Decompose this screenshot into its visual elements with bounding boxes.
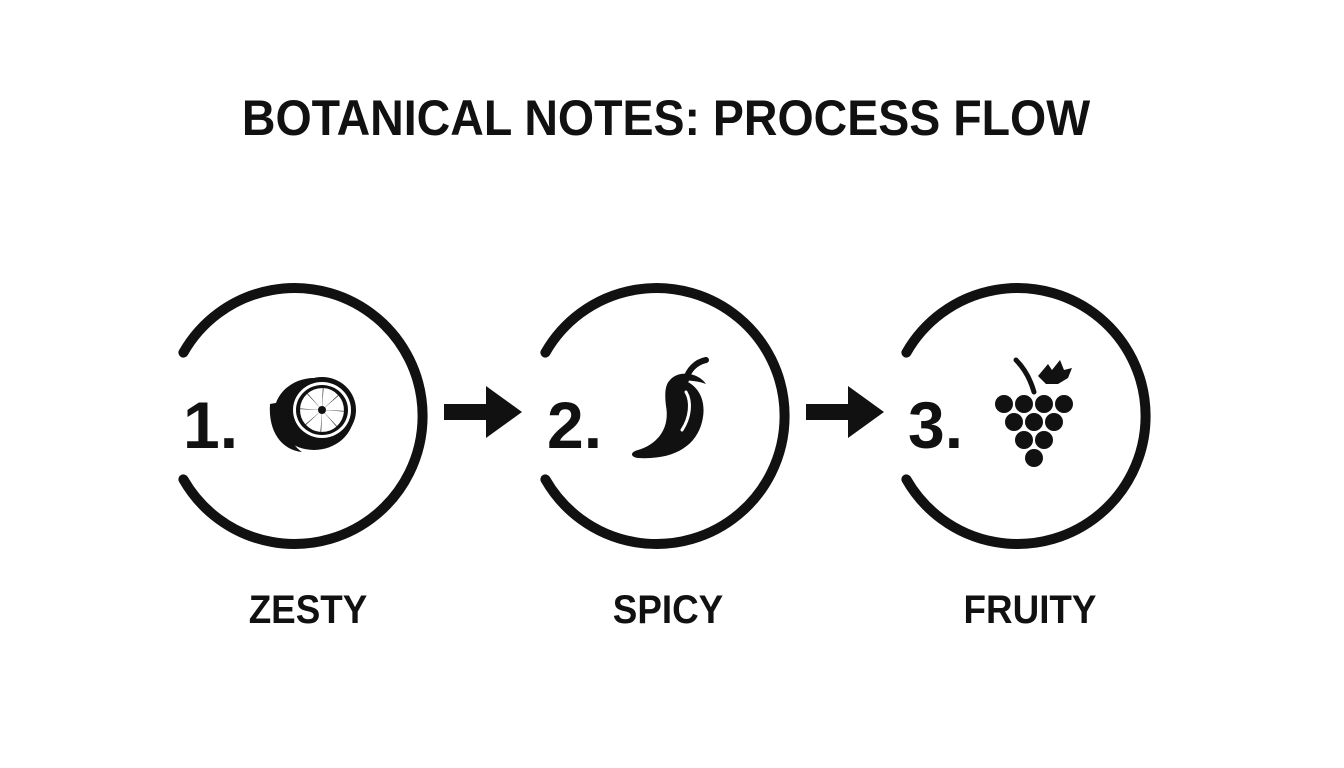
grape-bunch-icon — [995, 357, 1073, 467]
step-3: 3. — [901, 283, 1151, 549]
diagram-title: BOTANICAL NOTES: PROCESS FLOW — [241, 90, 1091, 146]
chili-pepper-icon — [632, 357, 709, 459]
step-2-label: SPICY — [612, 588, 724, 632]
step-3-number: 3. — [908, 388, 963, 462]
arrow-right-icon — [444, 386, 522, 438]
step-2: 2. — [540, 283, 790, 549]
step-2-number: 2. — [547, 388, 602, 462]
step-1: 1. — [178, 283, 428, 549]
arrow-right-icon — [806, 386, 884, 438]
step-1-ring — [178, 283, 428, 549]
step-2-ring — [540, 283, 790, 549]
citrus-slice-icon — [269, 377, 356, 452]
step-1-number: 1. — [183, 388, 238, 462]
step-1-label: ZESTY — [248, 588, 368, 632]
step-3-ring — [901, 283, 1151, 549]
step-3-label: FRUITY — [963, 588, 1097, 632]
